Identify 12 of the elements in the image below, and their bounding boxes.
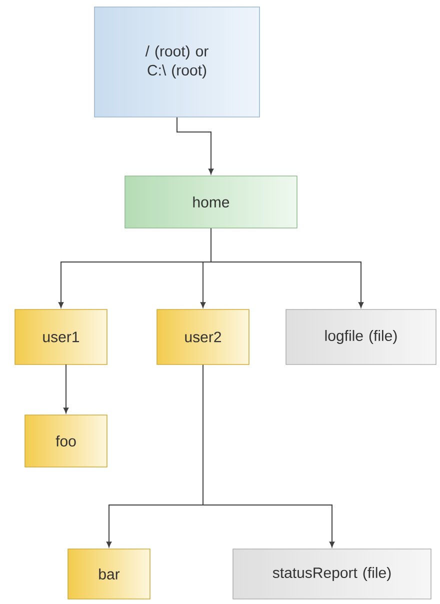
arrow (202, 364, 335, 548)
arrow (176, 116, 214, 174)
folder-box: user2 (156, 309, 250, 365)
folder-box: user1 (14, 309, 108, 365)
folder-box: home (124, 176, 298, 228)
folder-box: / (root) or C:\ (root) (94, 6, 260, 118)
file-box: statusReport (file) (232, 548, 432, 600)
file-box: logfile (file) (286, 309, 436, 365)
arrow (210, 228, 364, 308)
arrow (63, 364, 69, 414)
folder-box: bar (68, 548, 150, 600)
folder-box: foo (24, 414, 108, 468)
